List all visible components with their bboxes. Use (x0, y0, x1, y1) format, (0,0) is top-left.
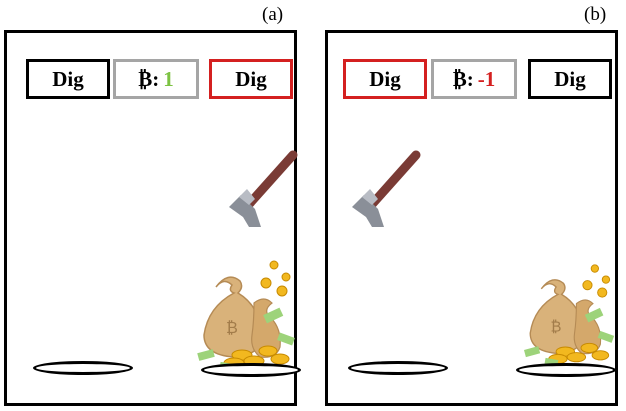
dig-left-button[interactable]: Dig (26, 59, 110, 99)
pickaxe-icon (352, 150, 421, 227)
dig-right-button[interactable]: Dig (209, 59, 293, 99)
score-display: ₿: 1 (113, 59, 199, 99)
bitcoin-symbol: ₿: (452, 66, 474, 91)
panel-b: Dig ₿: -1 Dig ₿ (325, 30, 618, 406)
panel-a: Dig ₿: 1 Dig ₿ (4, 30, 301, 406)
score-value: 1 (163, 66, 174, 91)
panel-a-label: (a) (262, 4, 284, 25)
panel-b-label: (b) (584, 4, 607, 25)
money-bag-coins-icon: ₿ (197, 260, 295, 371)
pickaxe-icon (229, 150, 298, 227)
hole-right (201, 363, 301, 377)
hole-left (348, 361, 448, 375)
dig-right-button[interactable]: Dig (528, 59, 612, 99)
svg-text:₿: ₿ (551, 318, 562, 335)
score-display: ₿: -1 (431, 59, 517, 99)
dig-left-button[interactable]: Dig (343, 59, 427, 99)
svg-text:₿: ₿ (226, 318, 238, 337)
bitcoin-symbol: ₿: (138, 66, 160, 91)
hole-left (33, 361, 133, 375)
hole-right (516, 363, 616, 377)
score-value: -1 (477, 66, 496, 91)
money-bag-coins-icon: ₿ (523, 264, 615, 367)
